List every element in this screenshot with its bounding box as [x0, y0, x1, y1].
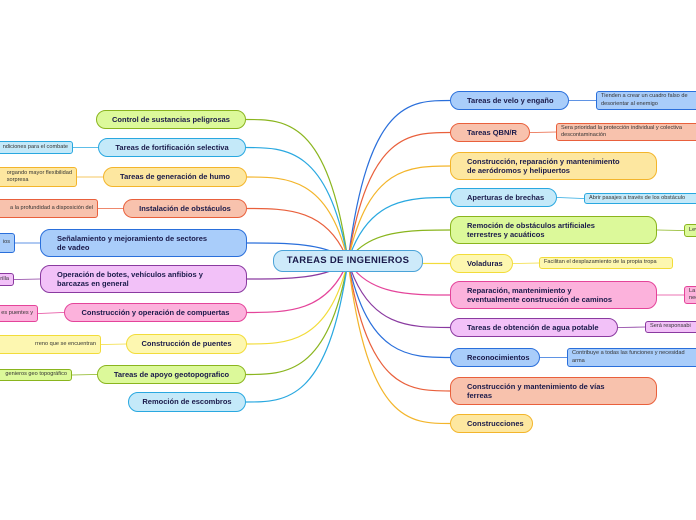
right-topic-11[interactable]: Construcciones [450, 414, 533, 433]
left-topic-2[interactable]: Tareas de fortificación selectiva [98, 138, 246, 157]
right-connector-9 [347, 260, 451, 359]
right-connector-10 [347, 260, 451, 392]
right-note-5[interactable]: Lev [684, 224, 696, 237]
right-connector-2 [347, 131, 451, 262]
left-note-7[interactable]: es puentes y [0, 305, 38, 322]
right-connector-11 [347, 260, 451, 425]
left-note-9[interactable]: genieros geo topográfico [0, 369, 72, 381]
right-topic-2[interactable]: Tareas QBN/R [450, 123, 530, 142]
left-connector-1 [245, 118, 349, 262]
right-connector-1 [347, 99, 451, 262]
right-topic-6[interactable]: Voladuras [450, 254, 513, 273]
right-topic-9[interactable]: Reconocimientos [450, 348, 540, 367]
left-connector-4 [246, 207, 349, 262]
left-note-8[interactable]: rreno que se encuentran [0, 335, 101, 354]
left-note-6[interactable]: rilla [0, 273, 14, 286]
left-connector-10 [245, 260, 349, 403]
right-note-7[interactable]: La nec [684, 286, 696, 304]
left-topic-4[interactable]: Instalación de obstáculos [123, 199, 247, 218]
left-connector-2 [245, 146, 349, 262]
right-note-9[interactable]: Contribuye a todas las funciones y neces… [567, 348, 696, 367]
left-topic-10[interactable]: Remoción de escombros [128, 392, 246, 412]
right-connector-3 [347, 165, 451, 262]
left-topic-9[interactable]: Tareas de apoyo geotopografico [97, 365, 246, 384]
right-topic-1[interactable]: Tareas de velo y engaño [450, 91, 569, 110]
left-topic-6[interactable]: Operación de botes, vehículos anfibios y… [40, 265, 247, 293]
right-note-4[interactable]: Abrir pasajes a través de los obstáculo [584, 193, 696, 204]
left-topic-3[interactable]: Tareas de generación de humo [103, 167, 247, 187]
right-connector-8 [347, 260, 451, 329]
left-connector-7 [246, 260, 349, 314]
left-topic-7[interactable]: Construcción y operación de compuertas [64, 303, 247, 322]
left-note-4[interactable]: a la profundidad a disposición del [0, 199, 98, 218]
central-topic[interactable]: TAREAS DE INGENIEROS [273, 250, 423, 272]
left-topic-8[interactable]: Construcción de puentes [126, 334, 247, 354]
left-note-5[interactable]: ios [0, 233, 15, 253]
left-connector-3 [246, 176, 349, 262]
right-topic-4[interactable]: Aperturas de brechas [450, 188, 557, 207]
right-connector-4 [347, 196, 451, 262]
right-note-8[interactable]: Será responsabi [645, 321, 696, 333]
right-topic-3[interactable]: Construcción, reparación y mantenimiento… [450, 152, 657, 180]
right-note-1[interactable]: Tienden a crear un cuadro falso de desor… [596, 91, 696, 110]
left-note-3[interactable]: orgando mayor flexibilidad sorpresa [0, 167, 77, 187]
right-note-6[interactable]: Facilitan el desplazamiento de la propia… [539, 257, 673, 269]
right-topic-8[interactable]: Tareas de obtención de agua potable [450, 318, 618, 337]
left-topic-1[interactable]: Control de sustancias peligrosas [96, 110, 246, 129]
right-note-2[interactable]: Sera prioridad la protección individual … [556, 123, 696, 141]
left-note-2[interactable]: ndiciones para el combate [0, 141, 73, 154]
left-connector-8 [246, 260, 349, 345]
left-connector-9 [245, 260, 349, 376]
